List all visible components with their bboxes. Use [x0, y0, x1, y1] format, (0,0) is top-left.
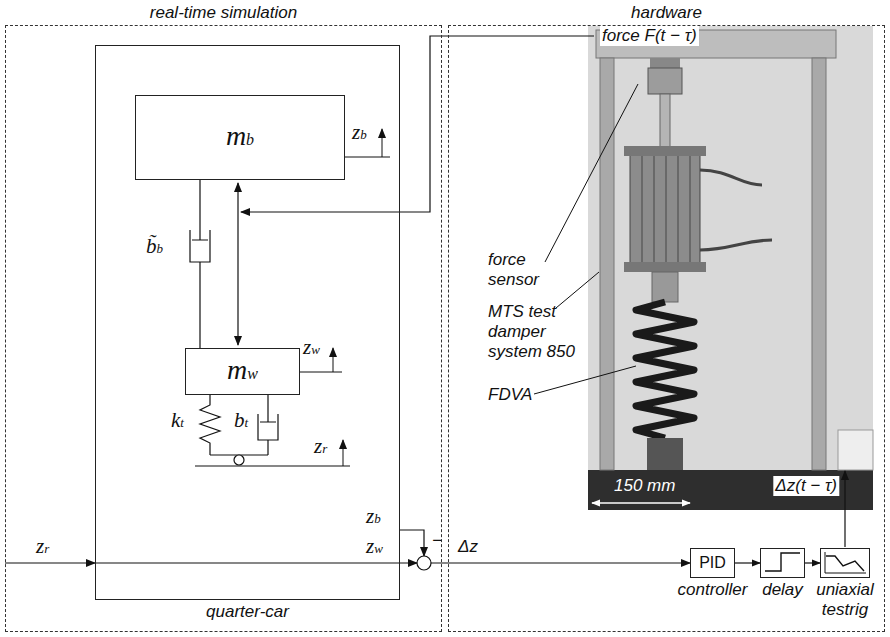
controller-block: PIDcontroller [690, 548, 735, 578]
leader-line [556, 272, 599, 308]
signal-line [844, 471, 845, 547]
damper-symbol [258, 395, 278, 455]
signal-connector [805, 562, 820, 563]
signal-line [5, 562, 95, 563]
road-line [195, 465, 350, 466]
signal-label: Δz(t − τ) [773, 476, 839, 496]
rig-column [600, 58, 614, 470]
hose [700, 240, 772, 250]
testrig-block: uniaxial testrig [820, 548, 870, 578]
reference-tick [345, 157, 390, 158]
mass-symbol: mw [186, 355, 299, 389]
spring-symbol [200, 395, 220, 455]
signal-label: force F(t − τ) [600, 26, 699, 46]
rig-column [812, 58, 826, 470]
subsystem-label: quarter-car [206, 602, 289, 622]
signal-label: Δz [458, 537, 478, 557]
dimension-arrow [592, 502, 690, 504]
coil-spring [636, 302, 694, 438]
part-label: MTS test damper system 850 [488, 302, 580, 362]
force-sensor [648, 68, 682, 94]
damper-cap [624, 146, 706, 156]
damper-symbol [190, 180, 210, 348]
summing-junction [417, 556, 431, 570]
coordinate-arrow [343, 440, 344, 466]
signal-label: zw [366, 535, 383, 560]
coordinate-label: zb [352, 121, 367, 146]
signal-label: zr [36, 535, 49, 560]
part-label: FDVA [488, 385, 532, 405]
parameter-label: bt [234, 409, 248, 434]
response-icon [826, 556, 864, 571]
force-signal-line [241, 36, 594, 212]
contact-wheel [234, 455, 244, 465]
bottom-mount [647, 438, 683, 470]
parameter-label: kt [171, 409, 184, 434]
leader-line [545, 84, 638, 262]
coordinate-label: zr [314, 435, 327, 460]
region-title: real-time simulation [6, 3, 441, 23]
leader-line [534, 366, 636, 394]
axis-icon [825, 552, 866, 573]
damper-cap [624, 262, 706, 272]
hose [700, 170, 762, 185]
part-label: force sensor [488, 250, 550, 290]
dimension-label: 150 mm [614, 476, 675, 496]
signal-connector [735, 562, 760, 563]
block-caption: delay [762, 580, 803, 600]
block-caption: uniaxial testrig [805, 580, 885, 620]
signal-label: zb [366, 505, 381, 530]
block-caption: controller [678, 580, 748, 600]
actuator-force-arrow [237, 183, 238, 345]
signal-line [95, 562, 417, 563]
reference-tick [300, 372, 342, 373]
block-name: PID [691, 553, 734, 573]
region-title: hardware [449, 3, 884, 23]
coordinate-arrow [382, 129, 383, 157]
parameter-label: b̃b [146, 235, 163, 260]
coordinate-label: zw [303, 336, 320, 361]
rig-base [588, 470, 873, 510]
damper-body [630, 150, 700, 268]
sign-label: − [432, 531, 442, 551]
clevis [650, 58, 680, 68]
step-icon [765, 553, 800, 571]
signal-line [431, 562, 690, 563]
mass-symbol: mb [136, 121, 344, 155]
mass-block: mb [135, 95, 345, 180]
signal-line [400, 530, 424, 556]
piston-rod [660, 94, 670, 150]
coordinate-arrow [333, 348, 334, 372]
delay-block: delay [760, 548, 805, 578]
mass-block: mw [185, 348, 300, 395]
lower-tube [652, 272, 678, 302]
region-panel: mbmwquarter-carreal-time simulation [5, 25, 442, 632]
damper-ribs [642, 156, 690, 264]
rig-equipment [838, 430, 873, 470]
